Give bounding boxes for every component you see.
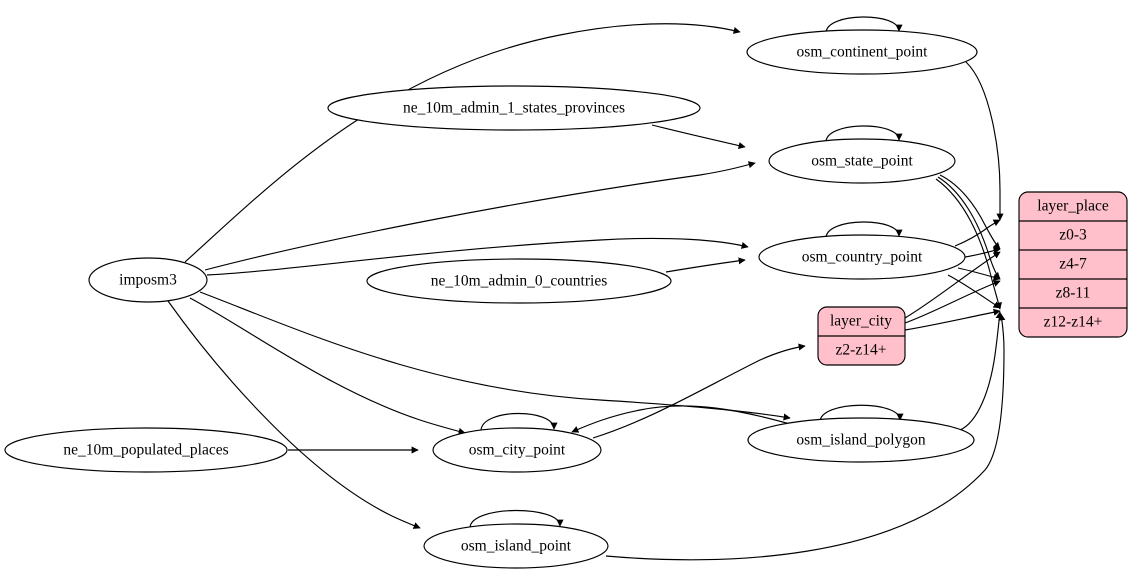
- edge-imposm3-to-osm_continent_point: [184, 23, 741, 263]
- edge-ne_countries-to-osm_country_point: [665, 257, 746, 273]
- edge-selfloop-osm_continent_point: [825, 16, 903, 34]
- edge-selfloop-osm_island_point: [469, 509, 564, 529]
- edge-imposm3-to-osm_island_point: [167, 300, 421, 529]
- node-osm_state_point[interactable]: osm_state_point: [768, 138, 956, 184]
- node-imposm3[interactable]: imposm3: [88, 257, 208, 303]
- edge-osm_continent_point-to-layer_place-z0_3: [965, 61, 1004, 221]
- edge-ne_states-to-osm_state_point: [651, 124, 746, 150]
- node-ne_10m_admin_1_states_provinces[interactable]: ne_10m_admin_1_states_provinces: [327, 85, 701, 131]
- node-osm_continent_point[interactable]: osm_continent_point: [746, 29, 978, 75]
- edge-osm_city_point-to-layer_city-z2_z14: [592, 343, 806, 439]
- edge-selfloop-osm_city_point: [480, 412, 558, 432]
- node-osm_island_point[interactable]: osm_island_point: [423, 523, 609, 569]
- edge-osm_country_point-to-layer_place-z8_11: [957, 267, 1001, 281]
- edge-imposm3-to-osm_city_point: [189, 297, 466, 435]
- edges-layer: [167, 16, 1006, 561]
- edge-layer_city-to-layer_place-z12_z14: [904, 308, 1001, 331]
- edge-osm_country_point-to-layer_place-z12_z14: [947, 274, 1001, 309]
- edge-osm_state_point-to-layer_place-z4_7: [939, 174, 1001, 250]
- edge-osm_country_point-to-layer_place-z0_3: [954, 219, 1001, 247]
- node-ne_10m_populated_places[interactable]: ne_10m_populated_places: [4, 427, 288, 473]
- edge-selfloop-osm_island_polygon: [819, 404, 904, 423]
- edge-imposm3-to-osm_state_point: [204, 161, 756, 271]
- edge-layer_city-to-layer_place-z4_7: [904, 251, 1001, 319]
- edge-selfloop-osm_state_point: [825, 125, 903, 143]
- node-osm_country_point[interactable]: osm_country_point: [758, 234, 966, 280]
- edge-osm_island_polygon-to-osm_city_point: [571, 405, 791, 433]
- edge-osm_island_point-to-layer_place-z12_z14: [605, 313, 1006, 561]
- nodes-layer: imposm3 ne_10m_admin_1_states_provinces …: [4, 29, 978, 569]
- node-osm_island_polygon[interactable]: osm_island_polygon: [747, 417, 975, 463]
- edge-selfloop-osm_country_point: [825, 221, 903, 239]
- node-ne_10m_admin_0_countries[interactable]: ne_10m_admin_0_countries: [366, 258, 672, 304]
- edge-layer_city-to-layer_place-z8_11: [904, 280, 1001, 324]
- edge-osm_island_polygon-to-layer_place-z12_z14: [959, 311, 1003, 431]
- edge-osm_country_point-to-layer_place-z4_7: [964, 247, 1001, 258]
- record-node-layer_place[interactable]: layer_place z0-3 z4-7 z8-11 z12-z14+: [1018, 191, 1128, 338]
- node-osm_city_point[interactable]: osm_city_point: [432, 427, 602, 473]
- edge-imposm3-to-osm_country_point: [206, 237, 749, 276]
- record-node-layer_city[interactable]: layer_city z2-z14+: [817, 306, 906, 366]
- edge-imposm3-to-osm_island_polygon: [199, 291, 791, 421]
